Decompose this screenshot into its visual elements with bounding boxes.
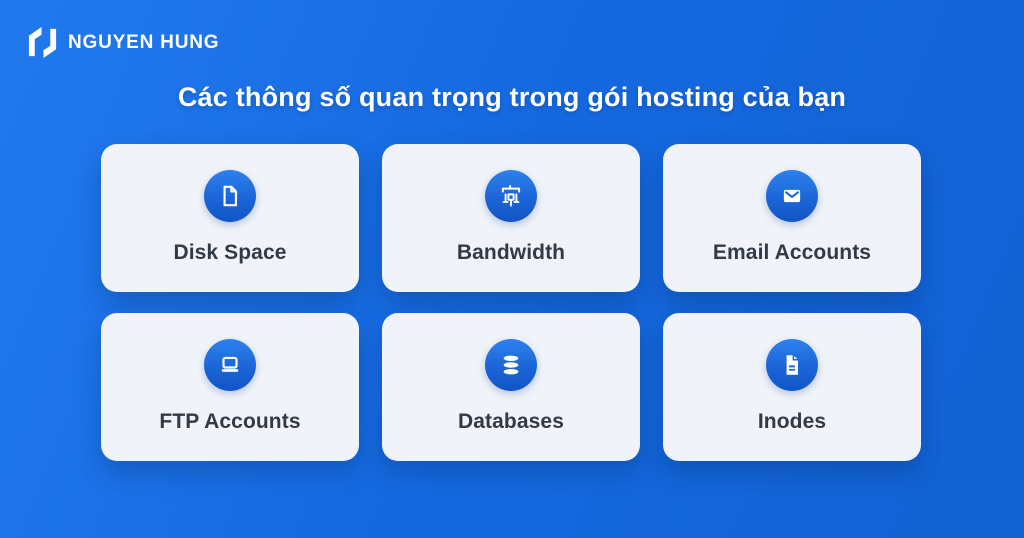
bandwidth-icon bbox=[501, 184, 521, 207]
database-icon bbox=[503, 355, 519, 375]
icon-circle bbox=[204, 339, 256, 391]
cards-grid: Disk Space Bandwidth bbox=[101, 144, 921, 461]
card-disk-space: Disk Space bbox=[101, 144, 359, 292]
icon-circle bbox=[766, 170, 818, 222]
card-label: Disk Space bbox=[173, 241, 287, 264]
card-label: Bandwidth bbox=[456, 241, 566, 264]
nguyen-hung-logo-icon bbox=[28, 26, 57, 59]
envelope-icon bbox=[783, 189, 801, 203]
card-ftp-accounts: FTP Accounts bbox=[101, 313, 359, 461]
card-label: Inodes bbox=[757, 410, 827, 433]
laptop-icon bbox=[221, 356, 239, 372]
card-databases: Databases bbox=[382, 313, 640, 461]
icon-circle bbox=[485, 339, 537, 391]
icon-circle bbox=[766, 339, 818, 391]
brand-name: NGUYEN HUNG bbox=[68, 31, 220, 53]
document-lines-icon bbox=[786, 355, 798, 375]
brand-logo: NGUYEN HUNG bbox=[26, 23, 219, 62]
card-label: FTP Accounts bbox=[159, 410, 301, 433]
file-icon bbox=[223, 185, 238, 207]
card-label: Databases bbox=[458, 410, 564, 433]
card-inodes: Inodes bbox=[663, 313, 921, 461]
icon-circle bbox=[204, 170, 256, 222]
page-title: Các thông số quan trọng trong gói hostin… bbox=[177, 82, 847, 112]
card-label: Email Accounts bbox=[712, 241, 872, 264]
icon-circle bbox=[485, 170, 537, 222]
card-email-accounts: Email Accounts bbox=[663, 144, 921, 292]
card-bandwidth: Bandwidth bbox=[382, 144, 640, 292]
